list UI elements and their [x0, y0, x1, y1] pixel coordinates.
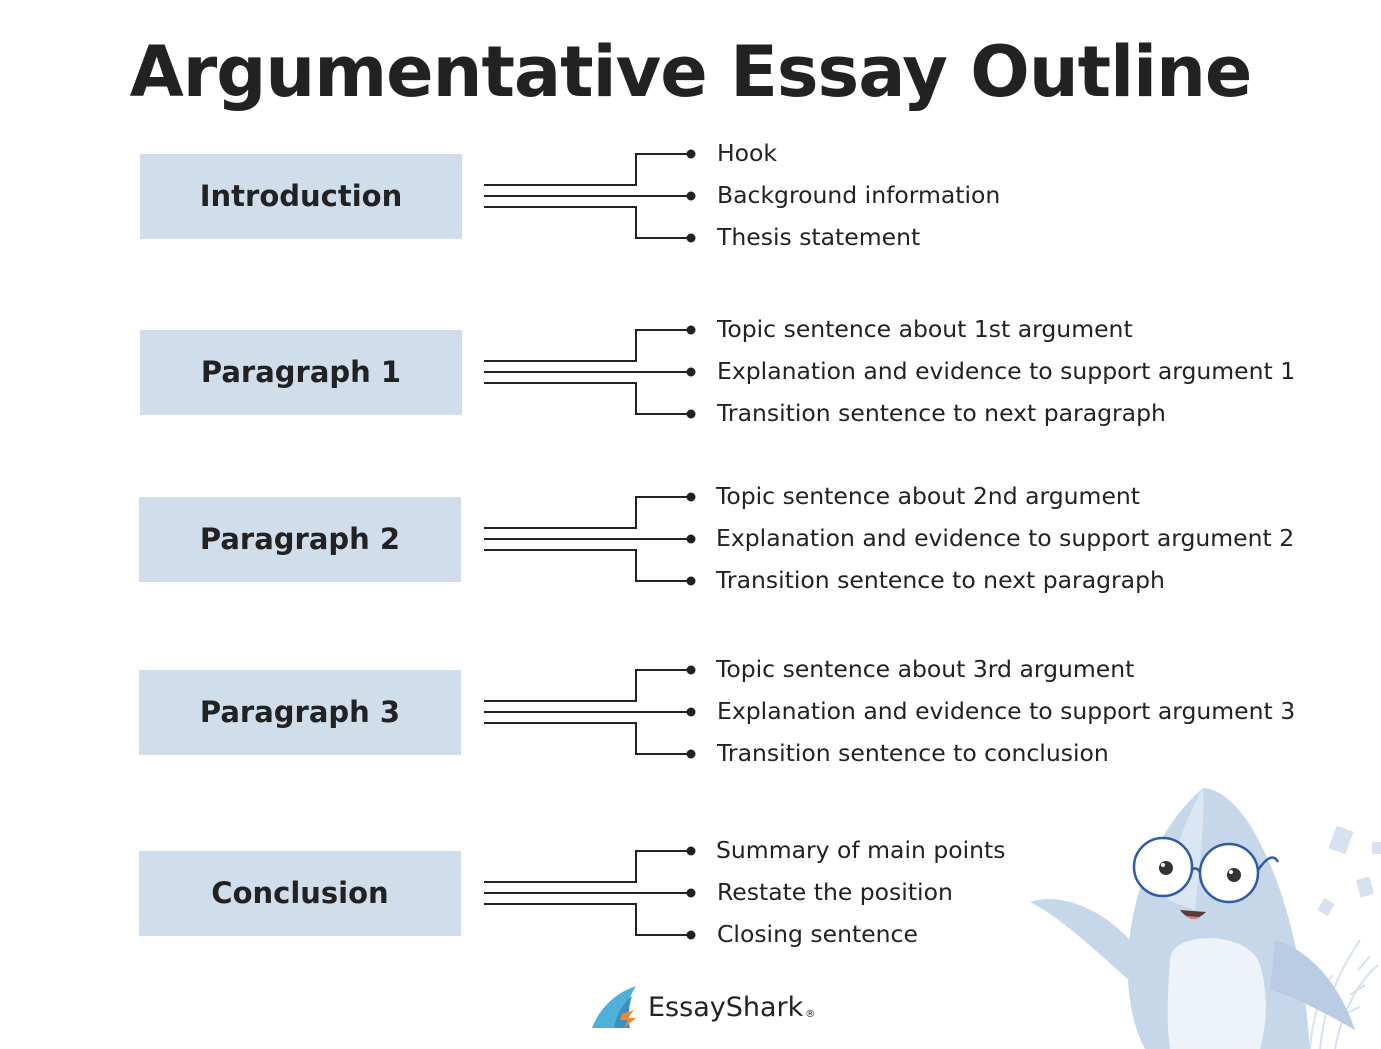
section-box-conclusion: Conclusion [139, 850, 461, 936]
outline-item: Summary of main points [716, 836, 1006, 864]
bullet-dot [686, 930, 696, 940]
connector-group [484, 496, 691, 582]
section-box-paragraph-2: Paragraph 2 [139, 496, 461, 582]
outline-item: Explanation and evidence to support argu… [716, 524, 1295, 552]
connector-group [484, 850, 691, 936]
connector-group [484, 153, 691, 239]
outline-item: Topic sentence about 3rd argument [716, 655, 1135, 683]
bullet-dot [686, 749, 696, 759]
section-box-paragraph-1: Paragraph 1 [140, 329, 462, 415]
bullet-dot [686, 707, 696, 717]
outline-item: Thesis statement [717, 223, 921, 251]
bullet-dot [686, 534, 696, 544]
connector-group [484, 329, 691, 415]
connector-upper [484, 153, 691, 186]
outline-item: Hook [717, 139, 778, 167]
section-box-paragraph-3: Paragraph 3 [139, 669, 461, 755]
outline-item: Transition sentence to next paragraph [717, 399, 1166, 427]
outline-item: Explanation and evidence to support argu… [717, 697, 1296, 725]
bullet-dot [686, 367, 696, 377]
bullet-dot [686, 665, 696, 675]
connector-upper [484, 329, 691, 362]
bullet-dot [686, 233, 696, 243]
bullet-dot [686, 325, 696, 335]
bullet-dot [686, 576, 696, 586]
shark-mascot-icon [1030, 788, 1381, 1049]
outline-item: Explanation and evidence to support argu… [717, 357, 1296, 385]
outline-item: Transition sentence to next paragraph [716, 566, 1165, 594]
outline-item: Transition sentence to conclusion [717, 739, 1109, 767]
outline-item: Topic sentence about 1st argument [717, 315, 1133, 343]
outline-item: Topic sentence about 2nd argument [716, 482, 1141, 510]
connector-lower [484, 206, 691, 239]
registered-mark: ® [805, 1008, 816, 1020]
bullet-dot [686, 492, 696, 502]
bullet-dot [686, 846, 696, 856]
page-title: Argumentative Essay Outline [129, 31, 1253, 113]
outline-item: Background information [717, 181, 1001, 209]
bullet-dot [686, 409, 696, 419]
connector-upper [484, 496, 691, 529]
section-box-introduction: Introduction [140, 153, 462, 239]
connector-lower [484, 903, 691, 936]
connector-upper [484, 669, 691, 702]
bullet-dot [686, 888, 696, 898]
connector-lower [484, 722, 691, 755]
bullet-dot [686, 149, 696, 159]
connector-lower [484, 549, 691, 582]
connector-upper [484, 850, 691, 883]
shark-fin-logo-icon [592, 986, 636, 1028]
outline-item: Restate the position [717, 878, 953, 906]
connector-group [484, 669, 691, 755]
brand-logo: EssayShark ® [588, 984, 815, 1030]
bullet-dot [686, 191, 696, 201]
outline-item: Closing sentence [717, 920, 918, 948]
brand-name: EssayShark [648, 991, 804, 1023]
connector-lower [484, 382, 691, 415]
